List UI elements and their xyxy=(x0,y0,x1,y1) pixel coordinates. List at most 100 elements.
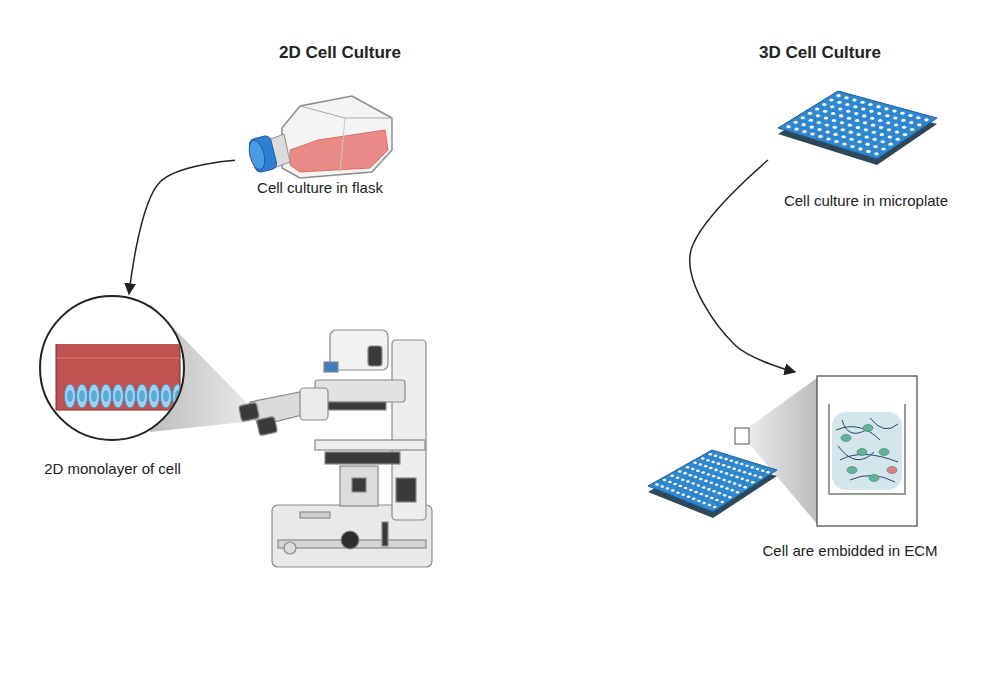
well xyxy=(886,121,890,124)
well xyxy=(872,131,876,134)
cell xyxy=(161,384,172,408)
well xyxy=(831,112,835,115)
well xyxy=(887,128,891,131)
well xyxy=(841,135,845,138)
well xyxy=(694,491,698,494)
well xyxy=(705,495,709,498)
well xyxy=(673,483,677,486)
well xyxy=(881,147,885,150)
embedded-cell xyxy=(841,435,851,442)
well xyxy=(874,152,878,155)
well xyxy=(691,468,695,471)
caption-label: Cell culture in microplate xyxy=(768,192,964,210)
well xyxy=(841,128,845,131)
well xyxy=(900,112,904,115)
well xyxy=(818,135,822,138)
well xyxy=(701,457,705,460)
well xyxy=(740,477,744,480)
well xyxy=(837,101,841,104)
cell xyxy=(89,384,100,408)
ecm-fiber xyxy=(842,420,866,433)
well xyxy=(855,119,859,122)
well xyxy=(687,496,691,499)
well xyxy=(715,483,719,486)
well xyxy=(699,463,703,466)
well xyxy=(844,96,848,99)
microplate xyxy=(648,428,777,518)
well xyxy=(850,145,854,148)
culture-flask xyxy=(247,96,392,178)
well xyxy=(670,475,674,478)
well xyxy=(723,494,727,497)
well xyxy=(865,143,869,146)
well xyxy=(881,140,885,143)
well xyxy=(689,474,693,477)
ecm-fiber xyxy=(870,418,898,429)
well xyxy=(909,121,913,124)
well xyxy=(836,94,840,97)
well xyxy=(888,143,892,146)
well xyxy=(865,135,869,138)
well xyxy=(718,492,722,495)
well xyxy=(740,463,744,466)
well xyxy=(704,465,708,468)
well xyxy=(823,110,827,113)
well xyxy=(856,126,860,129)
embedded-cell xyxy=(847,467,857,474)
embedded-cell xyxy=(869,475,879,482)
well xyxy=(860,101,864,104)
well xyxy=(738,469,742,472)
well xyxy=(712,475,716,478)
well xyxy=(732,467,736,470)
well xyxy=(833,126,837,129)
well xyxy=(693,462,697,465)
well xyxy=(713,506,717,509)
well xyxy=(720,501,724,504)
well xyxy=(722,464,726,467)
well xyxy=(853,105,857,108)
well xyxy=(717,462,721,465)
well xyxy=(829,99,833,102)
well xyxy=(691,482,695,485)
well xyxy=(794,121,798,124)
well xyxy=(727,466,731,469)
embedded-cell xyxy=(863,425,873,432)
well xyxy=(858,147,862,150)
caption-label: Cell culture in flask xyxy=(235,179,405,197)
well xyxy=(706,459,710,462)
well xyxy=(694,476,698,479)
well xyxy=(717,477,721,480)
well xyxy=(876,105,880,108)
well xyxy=(916,116,920,119)
cell xyxy=(77,384,88,408)
well xyxy=(857,133,861,136)
illustration-group: Cell are embidded in ECM xyxy=(752,372,948,560)
illustration-group: Cell culture in microplate xyxy=(768,88,964,210)
well xyxy=(733,482,737,485)
well xyxy=(849,138,853,141)
well xyxy=(847,117,851,120)
well xyxy=(728,480,732,483)
well xyxy=(735,476,739,479)
well xyxy=(879,126,883,129)
caption-label: Cell are embidded in ECM xyxy=(752,542,948,560)
well xyxy=(676,476,680,479)
well xyxy=(707,473,711,476)
well xyxy=(839,114,843,117)
well xyxy=(735,461,739,464)
well xyxy=(708,504,712,507)
cell xyxy=(125,384,136,408)
well xyxy=(810,133,814,136)
well xyxy=(701,471,705,474)
microplate xyxy=(778,91,937,165)
well xyxy=(910,128,914,131)
cell xyxy=(101,384,112,408)
well xyxy=(830,105,834,108)
well xyxy=(697,500,701,503)
well xyxy=(699,478,703,481)
well xyxy=(714,455,718,458)
well xyxy=(863,121,867,124)
well xyxy=(817,121,821,124)
well xyxy=(689,489,693,492)
